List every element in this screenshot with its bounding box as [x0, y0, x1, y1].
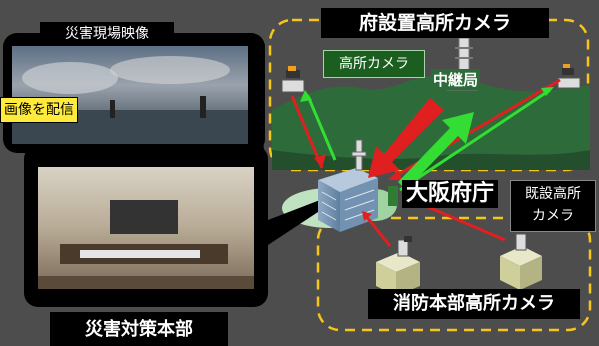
hq-label: 災害対策本部 [50, 312, 228, 346]
camera-icon [281, 66, 305, 93]
fire-camera-title: 消防本部高所カメラ [368, 289, 580, 319]
hq-panel [24, 145, 268, 307]
existing-camera-label-line2: カメラ [532, 208, 574, 224]
fire-station-building-icon [500, 226, 542, 290]
disaster-video-panel [3, 33, 265, 153]
relay-station-label: 中継局 [431, 69, 481, 90]
government-building-icon [318, 139, 398, 232]
existing-camera-label-line1: 既設高所 [525, 186, 581, 202]
high-camera-label: 高所カメラ [323, 50, 425, 78]
distribute-image-label: 画像を配信 [0, 97, 78, 123]
existing-camera-label: 既設高所 カメラ [510, 180, 596, 232]
disaster-video-label: 災害現場映像 [40, 22, 174, 46]
fire-camera-area [316, 216, 592, 332]
osaka-gov-label: 大阪府庁 [402, 180, 499, 208]
camera-icon [557, 64, 581, 89]
prefecture-camera-title: 府設置高所カメラ [321, 8, 549, 38]
fire-station-building-icon [376, 236, 420, 296]
